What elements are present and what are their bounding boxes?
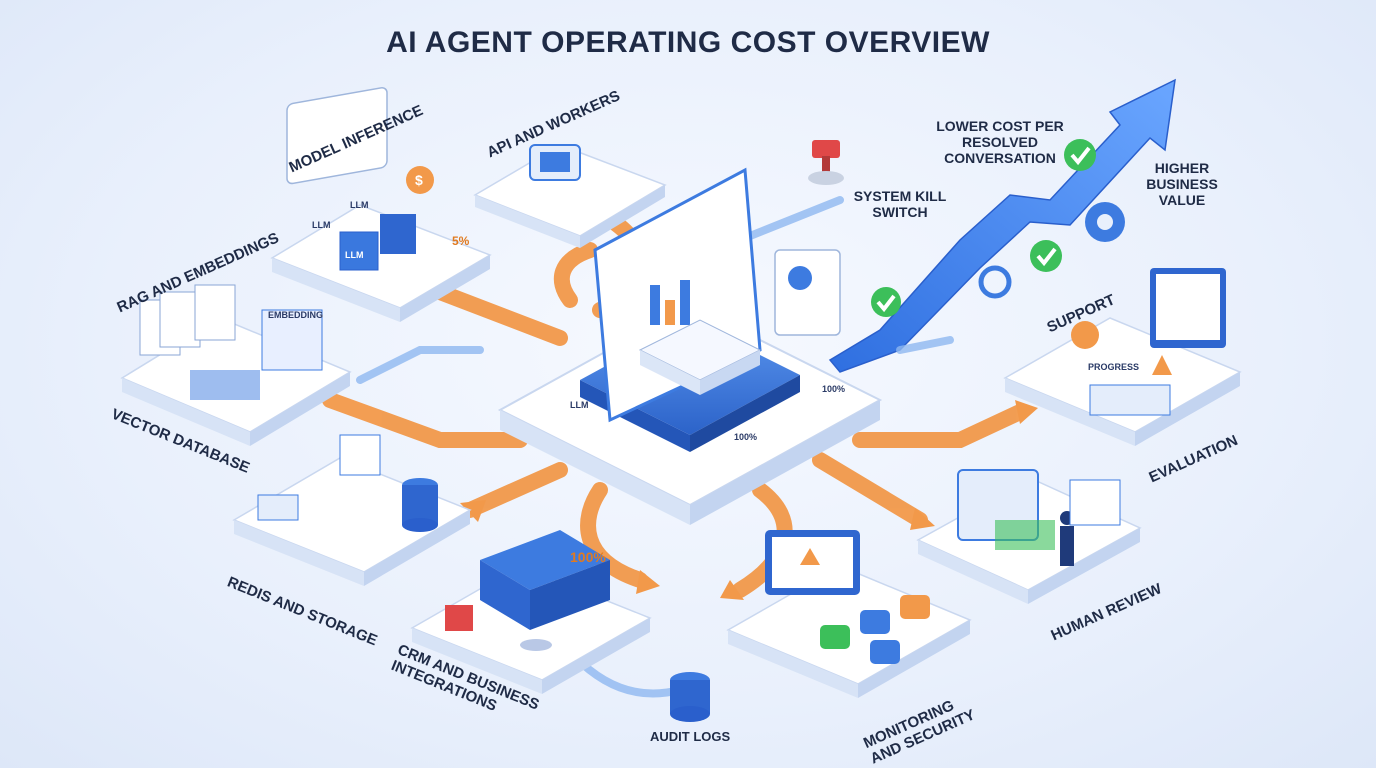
llm-tag-1: LLM [312,220,331,230]
label-lower-cost: LOWER COST PER RESOLVED CONVERSATION [936,118,1064,167]
hub-100-label: 100% [734,432,757,442]
hub-100b-label: 100% [822,384,845,394]
platform-human-review [916,469,1142,604]
platform-model-inference [270,86,492,322]
label-audit-logs: AUDIT LOGS [650,729,731,744]
embedding-label: EMBEDDING [268,310,323,320]
growth-arrow [828,78,1176,373]
progress-label: PROGRESS [1088,362,1139,372]
kill-switch-icon [808,140,844,185]
cost-flow-heads [460,400,1038,600]
platform-crm [410,530,652,694]
page-title: AI AGENT OPERATING COST OVERVIEW [386,26,990,59]
percent-100-label: 100% [570,549,606,565]
check-icons [871,139,1096,317]
label-kill-switch: SYSTEM KILL SWITCH [853,188,947,221]
percent-5-label: 5% [452,234,470,248]
label-higher-value: HIGHER BUSINESS VALUE [1146,160,1218,209]
platform-support [1003,268,1242,446]
llm-tag-2: LLM [350,200,369,210]
gear-icon [978,202,1125,299]
platform-api-workers [473,144,667,248]
platform-redis [232,434,472,586]
hub-llm-label: LLM [570,400,589,410]
central-hub [497,167,883,525]
cost-flows [322,204,1028,598]
platform-monitoring [726,530,972,698]
platform-rag [120,284,352,446]
platform-audit [670,672,710,722]
dollar-icon: $ [415,172,423,188]
llm-tag-3: LLM [345,250,364,260]
